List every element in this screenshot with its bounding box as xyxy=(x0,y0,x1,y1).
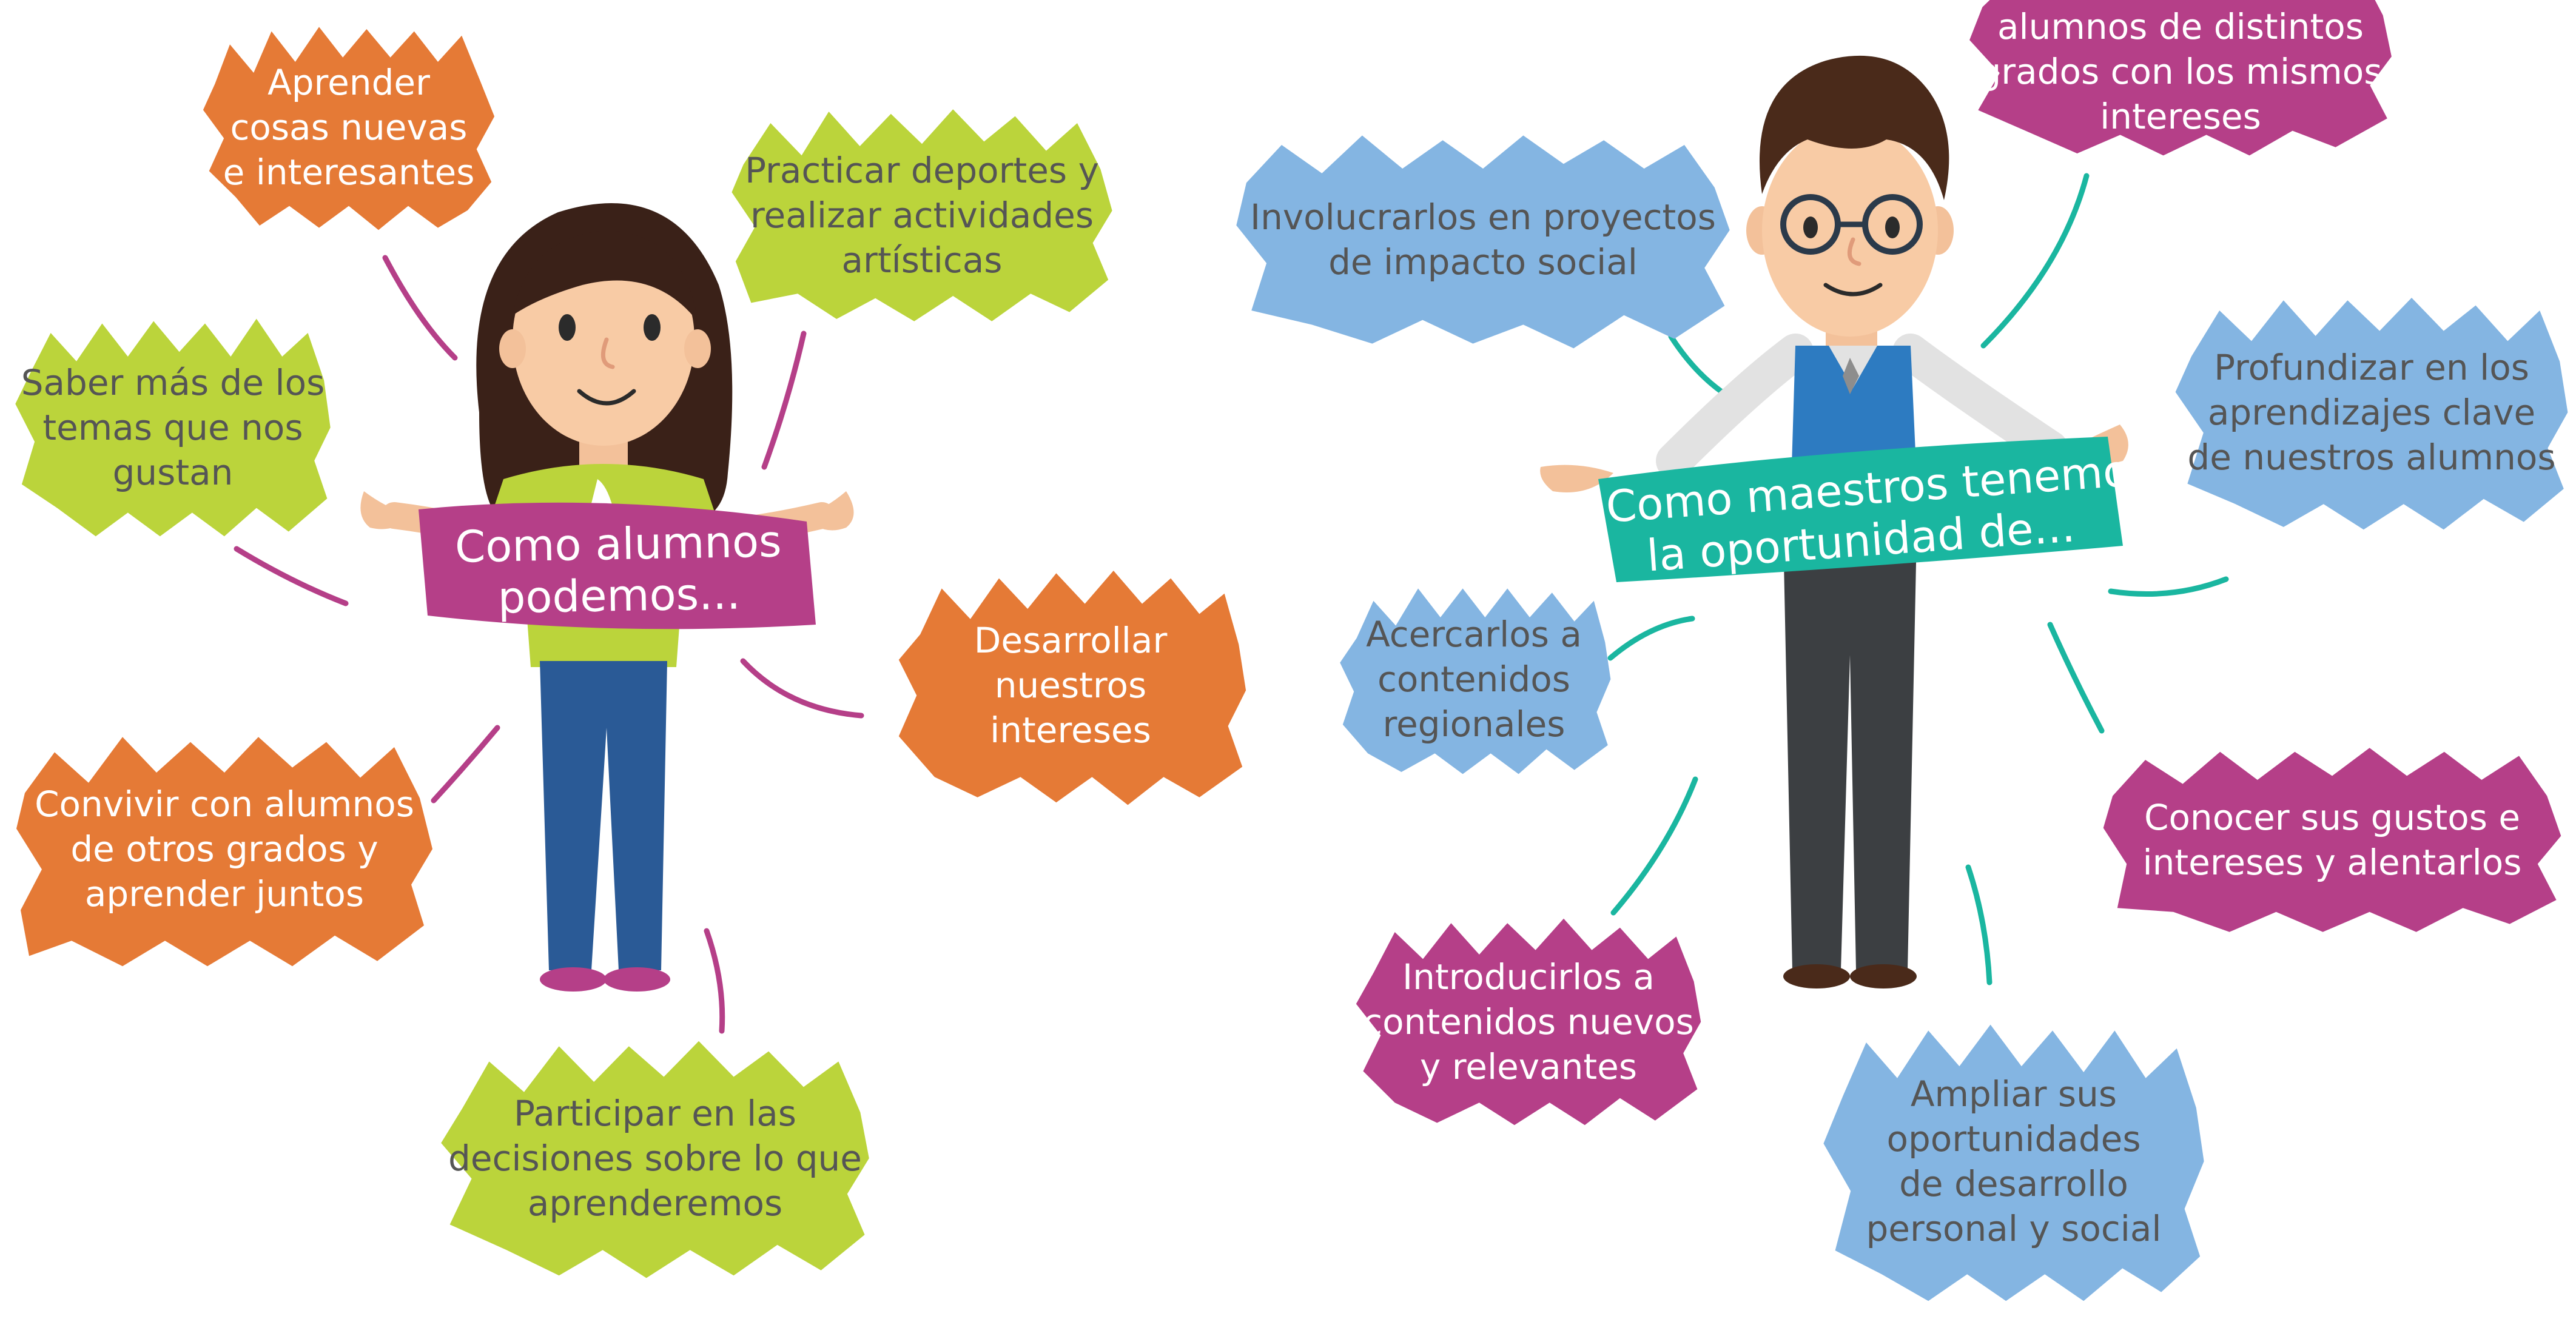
connector-line xyxy=(382,255,458,361)
teacher-boy-illustration xyxy=(1540,55,2128,988)
scribble-bubble-icon xyxy=(15,318,331,537)
student-banner-text: Como alumnos podemos... xyxy=(436,515,802,625)
bubble-text: Acercarlos a contenidos regionales xyxy=(1366,613,1582,745)
scribble-bubble-icon xyxy=(2175,298,2568,530)
student-bubble: Practicar deportes y realizar actividade… xyxy=(728,100,1116,331)
teacher-bubble: Involucrarlos en proyectos de impacto so… xyxy=(1231,121,1735,358)
connector-line xyxy=(740,658,864,719)
connector-line xyxy=(234,546,349,606)
scribble-bubble-icon xyxy=(1340,588,1611,774)
teacher-bubble: Acercarlos a contenidos regionales xyxy=(1334,576,1613,782)
bubble-text: Practicar deportes y realizar actividade… xyxy=(745,149,1099,281)
connector-line xyxy=(2108,576,2229,597)
scribble-bubble-icon xyxy=(731,109,1112,321)
connector-line xyxy=(2047,622,2105,734)
scribble-bubble-icon xyxy=(16,737,432,967)
teacher-bubble: alumnos de distintos grados con los mism… xyxy=(1965,0,2396,164)
bubble-text: Conocer sus gustos e intereses y alentar… xyxy=(2142,796,2522,883)
bubble-text: Participar en las decisiones sobre lo qu… xyxy=(448,1092,862,1224)
scribble-bubble-icon xyxy=(441,1041,869,1278)
student-bubble: Desarrollar nuestros intereses xyxy=(892,558,1249,813)
student-bubble: Aprender cosas nuevas e interesantes xyxy=(200,18,497,237)
connector-line xyxy=(1610,776,1698,916)
scribble-bubble-icon xyxy=(1356,918,1701,1126)
student-banner xyxy=(419,502,816,629)
student-girl-illustration xyxy=(360,203,854,992)
teacher-bubble: Introducirlos a contenidos nuevos y rele… xyxy=(1353,910,1704,1134)
bubble-text: Involucrarlos en proyectos de impacto so… xyxy=(1249,196,1717,283)
connector-line xyxy=(431,725,500,804)
scribble-bubble-icon xyxy=(1236,135,1730,349)
connector-line xyxy=(704,928,725,1034)
bubble-text: alumnos de distintos grados con los mism… xyxy=(1979,5,2383,138)
teacher-banner xyxy=(1598,437,2123,582)
connector-line xyxy=(1965,864,1993,985)
student-banner-line: Como alumnos xyxy=(454,515,782,572)
bubble-text: Ampliar sus oportunidades de desarrollo … xyxy=(1866,1073,2162,1250)
student-banner-line: podemos... xyxy=(497,568,741,623)
teacher-bubble: Conocer sus gustos e intereses y alentar… xyxy=(2099,740,2566,940)
teacher-bubble: Ampliar sus oportunidades de desarrollo … xyxy=(1820,1013,2208,1310)
student-bubble: Participar en las decisiones sobre lo qu… xyxy=(437,1031,873,1286)
bubble-text: Desarrollar nuestros intereses xyxy=(974,619,1168,751)
teacher-bubble: Profundizar en los aprendizajes clave de… xyxy=(2171,285,2572,540)
bubble-text: Saber más de los temas que nos gustan xyxy=(21,361,325,494)
student-connectors xyxy=(234,255,864,1034)
scribble-bubble-icon xyxy=(1823,1024,2204,1301)
bubble-text: Profundizar en los aprendizajes clave de… xyxy=(2187,346,2556,478)
scribble-bubble-icon xyxy=(1969,0,2392,156)
scribble-bubble-icon xyxy=(898,571,1246,805)
connector-line xyxy=(1980,173,2090,349)
scribble-bubble-icon xyxy=(2103,748,2561,932)
bubble-text: Convivir con alumnos de otros grados y a… xyxy=(35,783,414,915)
connector-line xyxy=(1607,616,1695,661)
student-bubble: Convivir con alumnos de otros grados y a… xyxy=(12,722,437,976)
teacher-connectors xyxy=(1607,173,2229,985)
bubble-text: Aprender cosas nuevas e interesantes xyxy=(223,61,475,193)
student-bubble: Saber más de los temas que nos gustan xyxy=(12,309,334,546)
bubble-text: Introducirlos a contenidos nuevos y rele… xyxy=(1363,956,1694,1088)
scribble-bubble-icon xyxy=(203,27,495,230)
connector-line xyxy=(761,331,807,470)
